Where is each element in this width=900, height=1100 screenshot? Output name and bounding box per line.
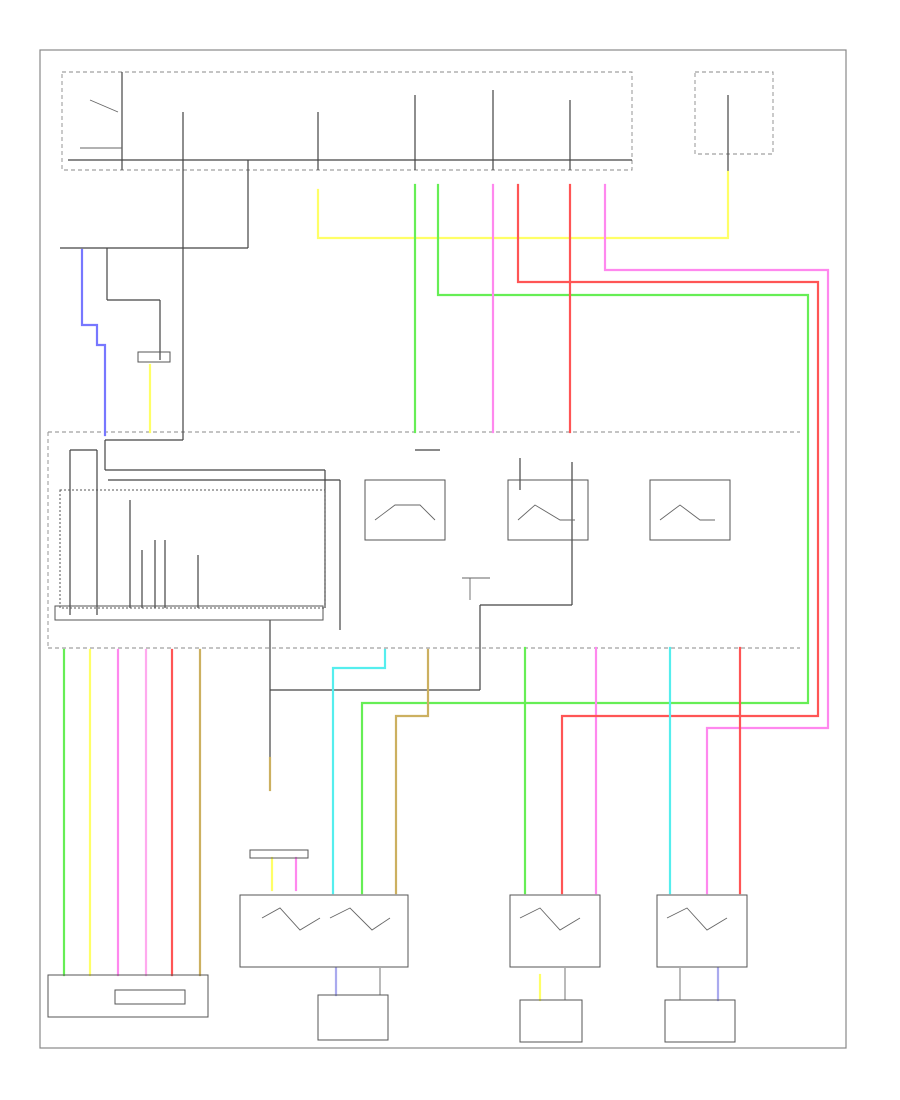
black-wires [60,72,729,758]
control-unit [54,489,326,621]
door-switch [462,577,490,600]
lower-switch-modules [239,849,748,968]
relay-box [137,351,171,363]
motors [47,974,736,1043]
window-switches [364,479,731,541]
cyan-wires [331,646,672,895]
blue-wire [80,248,107,437]
red-wires [170,183,820,977]
ignition-switch [80,99,122,149]
dashed-boundaries [47,71,800,649]
tan-wires [198,648,430,977]
diagram-frame [39,49,847,1049]
green-wires [62,183,810,977]
yellow-wires [88,170,730,1002]
pink-wires [116,183,830,977]
motor-leads [334,966,720,1002]
